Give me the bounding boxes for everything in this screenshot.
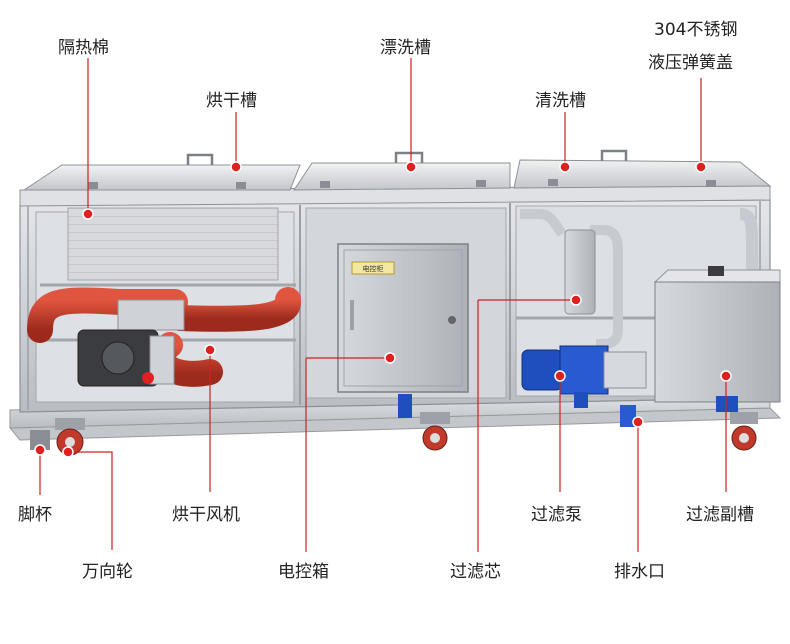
label-foot-cup: 脚杯 (18, 505, 52, 525)
label-rinse-tank: 漂洗槽 (380, 38, 431, 58)
label-aux-filter-tank: 过滤副槽 (686, 505, 754, 525)
filter-assembly (520, 208, 758, 349)
aux-filter-tank (653, 266, 781, 412)
label-drying-fan: 烘干风机 (172, 505, 240, 525)
filter-pump (521, 345, 647, 408)
label-insulation: 隔热棉 (58, 38, 109, 58)
label-drain: 排水口 (614, 562, 665, 582)
label-lid-line1: 304不锈钢 (654, 20, 738, 40)
electric-control-box: 电控柜 (337, 243, 469, 393)
tank-lids (22, 149, 772, 191)
control-box-plate-label: 电控柜 (363, 264, 384, 273)
label-cleaning-tank: 清洗槽 (535, 91, 586, 111)
casters (30, 412, 758, 456)
label-filter-pump: 过滤泵 (531, 505, 582, 525)
label-caster: 万向轮 (82, 562, 133, 582)
drain-valve (398, 394, 636, 427)
leader-dots (34, 161, 732, 458)
label-lid-line2: 液压弹簧盖 (648, 53, 733, 73)
label-filter-core: 过滤芯 (450, 562, 501, 582)
label-control-box: 电控箱 (278, 562, 329, 582)
leader-lines (39, 58, 727, 552)
drying-fan-assembly (27, 287, 301, 387)
label-drying-tank: 烘干槽 (206, 91, 257, 111)
